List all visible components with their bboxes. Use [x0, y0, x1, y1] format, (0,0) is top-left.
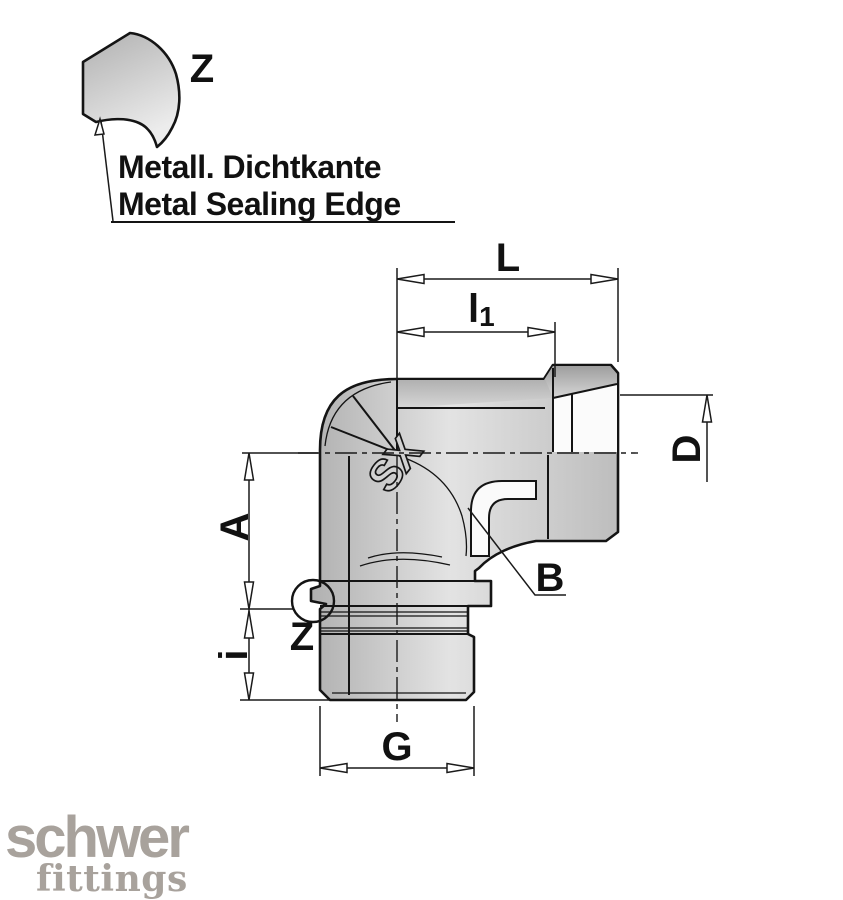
dimension-L: L	[396, 236, 619, 379]
sealing-edge-detail-view: Z Metall. Dichtkante Metal Sealing Edge	[81, 31, 455, 223]
dimension-label-G: G	[381, 725, 412, 769]
detail-view-label: Z	[190, 47, 214, 91]
dimension-label-i: i	[212, 649, 256, 660]
right-port-band	[545, 366, 617, 398]
logo-brand-text: schwer	[5, 805, 189, 870]
detail-leader-arrowhead	[93, 116, 105, 136]
detail-caption-english: Metal Sealing Edge	[118, 186, 401, 222]
detail-reference-circle	[290, 578, 336, 624]
arrowhead-down	[243, 581, 255, 610]
arrowhead-up	[243, 452, 255, 481]
bore-reference: B	[467, 507, 566, 600]
dimension-G: G	[319, 706, 475, 776]
bore-channel	[470, 480, 537, 557]
arrowhead-right	[590, 273, 619, 285]
dimension-label-Z: Z	[290, 615, 314, 659]
dimension-A-i: A i	[212, 452, 330, 701]
dimension-label-B: B	[536, 556, 565, 600]
arrowhead-left	[396, 273, 425, 285]
dimension-label-L: L	[496, 236, 520, 280]
arrowhead-down	[243, 672, 255, 701]
fitting-body: SX	[309, 363, 620, 702]
dimension-label-l1: l1	[468, 287, 495, 332]
detail-leader-line	[100, 120, 114, 222]
corner-fan-line-2	[352, 395, 398, 454]
bore-bottom-cone-inner	[367, 552, 443, 559]
dimension-label-l1-subscript: 1	[479, 301, 495, 332]
centerlines	[298, 452, 638, 722]
arrowhead-up	[243, 610, 255, 639]
sealing-edge-reference: Z	[290, 578, 336, 659]
corner-fan-line-1	[330, 426, 398, 454]
dimension-label-A: A	[213, 513, 257, 542]
sealing-edge-cross-section	[81, 31, 181, 149]
dimension-label-D: D	[665, 435, 709, 464]
dimension-label-l1-base: l	[468, 287, 479, 331]
arrowhead-left	[396, 326, 425, 338]
arrowhead-left	[319, 762, 348, 774]
detail-caption-german: Metall. Dichtkante	[118, 149, 381, 185]
arrowhead-right	[527, 326, 556, 338]
dimension-D: D	[620, 394, 713, 482]
brand-logo: schwer fittings	[5, 805, 192, 900]
leader-line	[467, 507, 566, 596]
arrowhead-right	[446, 762, 475, 774]
dimension-l1: l1	[396, 287, 556, 377]
arrowhead-up	[701, 394, 713, 423]
bore-bottom-cone-outer	[359, 558, 451, 567]
corner-arc-highlight	[324, 381, 392, 447]
right-port-runout-edge	[552, 383, 618, 399]
cut-face-boundary-curve	[398, 455, 468, 557]
logo-subtitle-text: fittings	[36, 858, 188, 900]
